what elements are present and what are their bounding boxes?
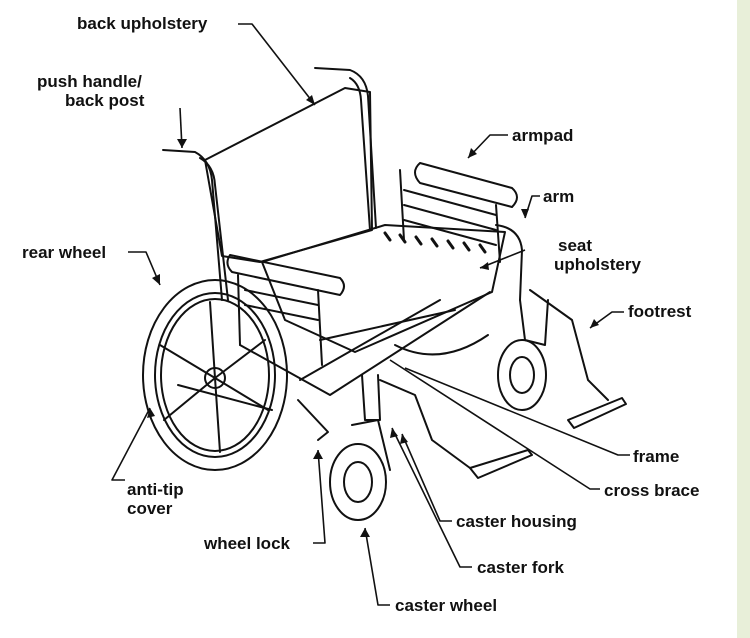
label-frame: frame [633,447,680,466]
cross-brace [299,299,441,381]
caster-housing-shape [361,374,381,421]
left-armrest [226,254,345,296]
rear-wheel-shape [142,279,288,471]
back-upholstery-shape [204,87,373,263]
label-seat-upholstery-line2: upholstery [554,255,641,274]
label-wheel-lock: wheel lock [204,534,290,553]
label-caster-wheel: caster wheel [395,596,498,615]
seat-shape [261,224,506,353]
label-footrest: footrest [628,302,692,321]
label-caster-housing: caster housing [456,512,577,531]
wheel-lock-shape [297,399,329,441]
side-strip [737,0,750,638]
right-armpad [414,162,518,208]
label-anti-tip-cover: anti-tip cover [127,480,184,518]
label-caster-fork: caster fork [477,558,564,577]
arm-tube [495,224,523,301]
caster-wheel-shape [329,443,387,521]
label-seat-upholstery: seat upholstery [554,236,641,274]
right-back-post [314,67,377,229]
label-cross-brace: cross brace [604,481,700,500]
label-seat-upholstery-line1: seat [558,236,593,255]
label-push-handle: push handle/ back post [37,72,144,110]
label-anti-tip-line1: anti-tip [127,480,184,499]
left-footrest [379,379,471,469]
label-push-handle-line2: back post [65,91,145,110]
anti-tip-tube [177,384,273,411]
label-anti-tip-line2: cover [127,499,173,518]
label-armpad: armpad [512,126,574,145]
frame [239,291,491,396]
label-arm: arm [543,187,575,206]
caster-fork-shape [351,419,391,471]
label-rear-wheel: rear wheel [22,243,107,262]
label-push-handle-line1: push handle/ [37,72,142,91]
right-footrest [529,289,609,401]
label-back-upholstery: back upholstery [77,14,208,33]
